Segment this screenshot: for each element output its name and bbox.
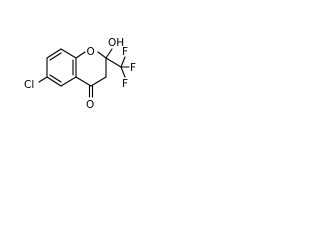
aromatic-inner-bond-2 [49, 52, 62, 61]
bond-o1-c2 [97, 51, 107, 59]
carbonyl-oxygen-label: O [86, 99, 94, 111]
bond-cf3-f-top [120, 56, 126, 68]
fluorine-top-label: F [122, 46, 128, 58]
bond-c8a-o1 [75, 51, 86, 59]
bond-c2-cf3 [105, 57, 122, 68]
bond-c4-c4a [75, 76, 92, 87]
fluorine-right-label: F [130, 62, 136, 74]
ring-oxygen-label: O [87, 46, 95, 58]
bond-c5-c6 [46, 76, 62, 87]
benzene-ring [46, 48, 77, 87]
aromatic-inner-bond-1 [49, 74, 62, 83]
fluorine-bottom-label: F [122, 78, 128, 90]
chlorine-label: Cl [24, 79, 34, 91]
bond-c2-oh [105, 48, 113, 59]
bond-c7-c8 [46, 48, 62, 59]
bond-c8-c8a [60, 48, 77, 59]
carbonyl-group [88, 85, 94, 98]
pyranone-ring [75, 51, 107, 87]
chemical-structure-diagram: Cl O OH F F F O [24, 37, 136, 111]
bond-c6-cl [38, 76, 48, 83]
bond-cf3-f-bottom [120, 66, 126, 78]
bond-c3-c4 [90, 76, 107, 87]
hydroxyl-label: OH [108, 37, 124, 49]
trifluoromethyl-group [105, 56, 130, 78]
bond-c4a-c5 [60, 76, 77, 87]
